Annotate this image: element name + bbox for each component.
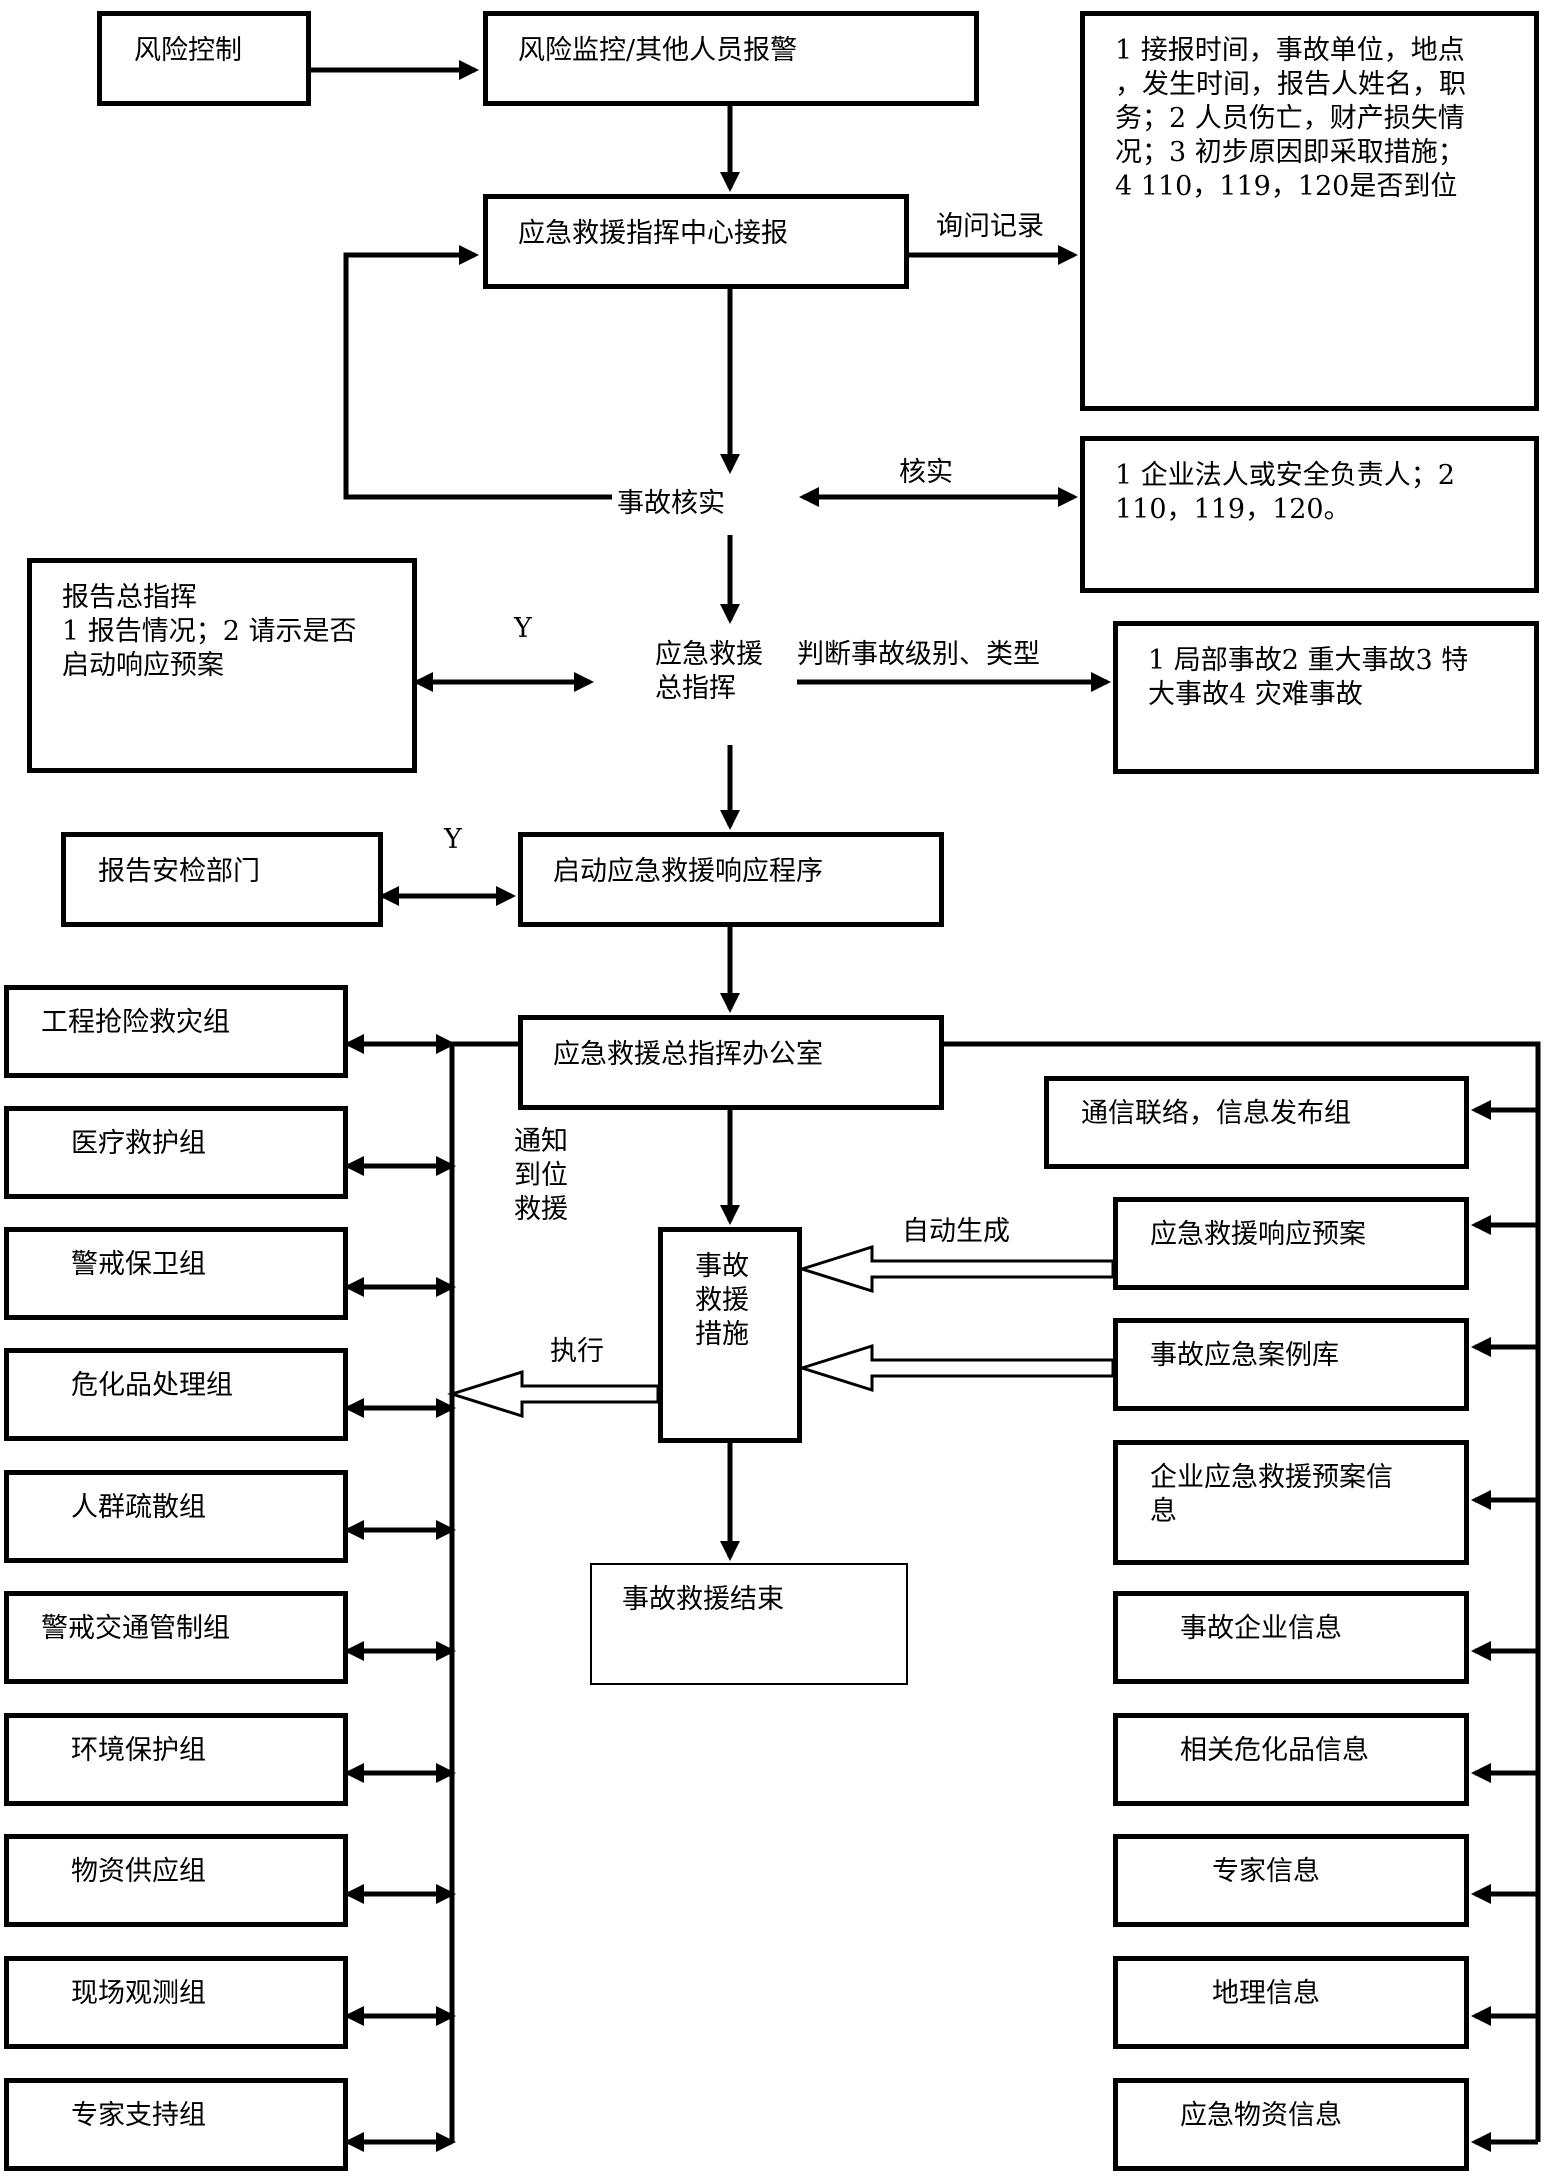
group-evacuation-text: 人群疏散组 xyxy=(71,1492,206,1523)
item-geo-info: 地理信息 xyxy=(1113,1956,1469,2049)
group-guard: 警戒保卫组 xyxy=(4,1227,348,1320)
group-expert-support-text: 专家支持组 xyxy=(71,2100,206,2131)
node-office-text: 应急救援总指挥办公室 xyxy=(553,1039,823,1070)
node-center-receive: 应急救援指挥中心接报 xyxy=(483,194,909,289)
node-level-detail: 1 局部事故2 重大事故3 特 大事故4 灾难事故 xyxy=(1113,621,1539,774)
item-material-info-text: 应急物资信息 xyxy=(1180,2100,1342,2131)
item-communication-text: 通信联络，信息发布组 xyxy=(1081,1098,1351,1129)
label-notify: 通知 到位 救援 xyxy=(514,1126,568,1225)
item-case-library: 事故应急案例库 xyxy=(1113,1318,1469,1411)
hollow-arrow-case-to-measures xyxy=(796,1343,1115,1393)
group-traffic-text: 警戒交通管制组 xyxy=(41,1613,230,1644)
item-response-plan: 应急救援响应预案 xyxy=(1113,1197,1469,1290)
node-chief: 应急救援 总指挥 xyxy=(655,639,763,704)
item-expert-info-text: 专家信息 xyxy=(1212,1856,1320,1887)
label-verify: 核实 xyxy=(899,457,953,488)
item-hazmat-info: 相关危化品信息 xyxy=(1113,1713,1469,1806)
group-hazmat: 危化品处理组 xyxy=(4,1348,348,1441)
group-observation: 现场观测组 xyxy=(4,1956,348,2049)
item-enterprise-plan: 企业应急救援预案信 息 xyxy=(1113,1440,1469,1565)
group-environment: 环境保护组 xyxy=(4,1713,348,1806)
node-start-response-text: 启动应急救援响应程序 xyxy=(553,856,823,887)
hollow-arrow-plan-to-measures xyxy=(796,1244,1115,1294)
group-environment-text: 环境保护组 xyxy=(71,1735,206,1766)
group-engineering-text: 工程抢险救灾组 xyxy=(41,1007,230,1038)
group-evacuation: 人群疏散组 xyxy=(4,1470,348,1563)
node-verify-detail-text: 1 企业法人或安全负责人；2 110，119，120。 xyxy=(1115,460,1455,525)
group-observation-text: 现场观测组 xyxy=(71,1978,206,2009)
item-enterprise-info-text: 事故企业信息 xyxy=(1180,1613,1342,1644)
node-report-chief: 报告总指挥 1 报告情况；2 请示是否 启动响应预案 xyxy=(27,558,417,773)
node-level-detail-text: 1 局部事故2 重大事故3 特 大事故4 灾难事故 xyxy=(1148,645,1469,710)
label-inquiry: 询问记录 xyxy=(936,211,1044,242)
node-report-safety-text: 报告安检部门 xyxy=(98,856,260,887)
group-guard-text: 警戒保卫组 xyxy=(71,1249,206,1280)
node-start-response: 启动应急救援响应程序 xyxy=(518,832,944,927)
item-case-library-text: 事故应急案例库 xyxy=(1150,1340,1339,1371)
group-expert-support: 专家支持组 xyxy=(4,2078,348,2171)
node-risk-monitor-text: 风险监控/其他人员报警 xyxy=(518,35,798,66)
node-verify: 事故核实 xyxy=(617,488,725,519)
label-yes-1: Y xyxy=(514,613,532,644)
arrow-verify-loop-back xyxy=(343,245,612,500)
item-enterprise-plan-text: 企业应急救援预案信 息 xyxy=(1150,1462,1393,1527)
node-record-detail-text: 1 接报时间，事故单位，地点 ，发生时间，报告人姓名，职 务；2 人员伤亡，财产… xyxy=(1115,35,1466,202)
node-risk-control: 风险控制 xyxy=(97,11,311,106)
node-office: 应急救援总指挥办公室 xyxy=(518,1015,944,1110)
group-hazmat-text: 危化品处理组 xyxy=(71,1370,233,1401)
group-engineering: 工程抢险救灾组 xyxy=(4,985,348,1078)
label-yes-2: Y xyxy=(444,824,462,855)
label-judge: 判断事故级别、类型 xyxy=(797,639,1040,670)
node-risk-monitor: 风险监控/其他人员报警 xyxy=(483,11,979,106)
group-traffic: 警戒交通管制组 xyxy=(4,1591,348,1684)
hollow-arrow-measures-to-groups xyxy=(446,1369,660,1419)
node-end: 事故救援结束 xyxy=(590,1563,908,1685)
item-response-plan-text: 应急救援响应预案 xyxy=(1150,1219,1366,1250)
label-execute: 执行 xyxy=(550,1336,604,1367)
node-end-text: 事故救援结束 xyxy=(622,1584,784,1615)
item-enterprise-info: 事故企业信息 xyxy=(1113,1591,1469,1684)
item-communication: 通信联络，信息发布组 xyxy=(1044,1076,1469,1169)
node-center-receive-text: 应急救援指挥中心接报 xyxy=(518,218,788,249)
group-supply-text: 物资供应组 xyxy=(71,1856,206,1887)
item-expert-info: 专家信息 xyxy=(1113,1834,1469,1927)
node-measures-text: 事故 救援 措施 xyxy=(695,1251,749,1350)
label-auto: 自动生成 xyxy=(902,1216,1010,1247)
node-record-detail: 1 接报时间，事故单位，地点 ，发生时间，报告人姓名，职 务；2 人员伤亡，财产… xyxy=(1080,11,1539,411)
group-supply: 物资供应组 xyxy=(4,1834,348,1927)
group-medical: 医疗救护组 xyxy=(4,1106,348,1199)
item-material-info: 应急物资信息 xyxy=(1113,2078,1469,2171)
item-geo-info-text: 地理信息 xyxy=(1212,1978,1320,2009)
node-risk-control-text: 风险控制 xyxy=(134,35,242,66)
node-verify-detail: 1 企业法人或安全负责人；2 110，119，120。 xyxy=(1080,436,1539,593)
group-medical-text: 医疗救护组 xyxy=(71,1128,206,1159)
item-hazmat-info-text: 相关危化品信息 xyxy=(1180,1735,1369,1766)
node-report-chief-text: 报告总指挥 1 报告情况；2 请示是否 启动响应预案 xyxy=(62,582,357,681)
bus-right-top xyxy=(944,1041,1541,2142)
node-measures: 事故 救援 措施 xyxy=(658,1227,802,1443)
node-report-safety: 报告安检部门 xyxy=(61,832,383,927)
